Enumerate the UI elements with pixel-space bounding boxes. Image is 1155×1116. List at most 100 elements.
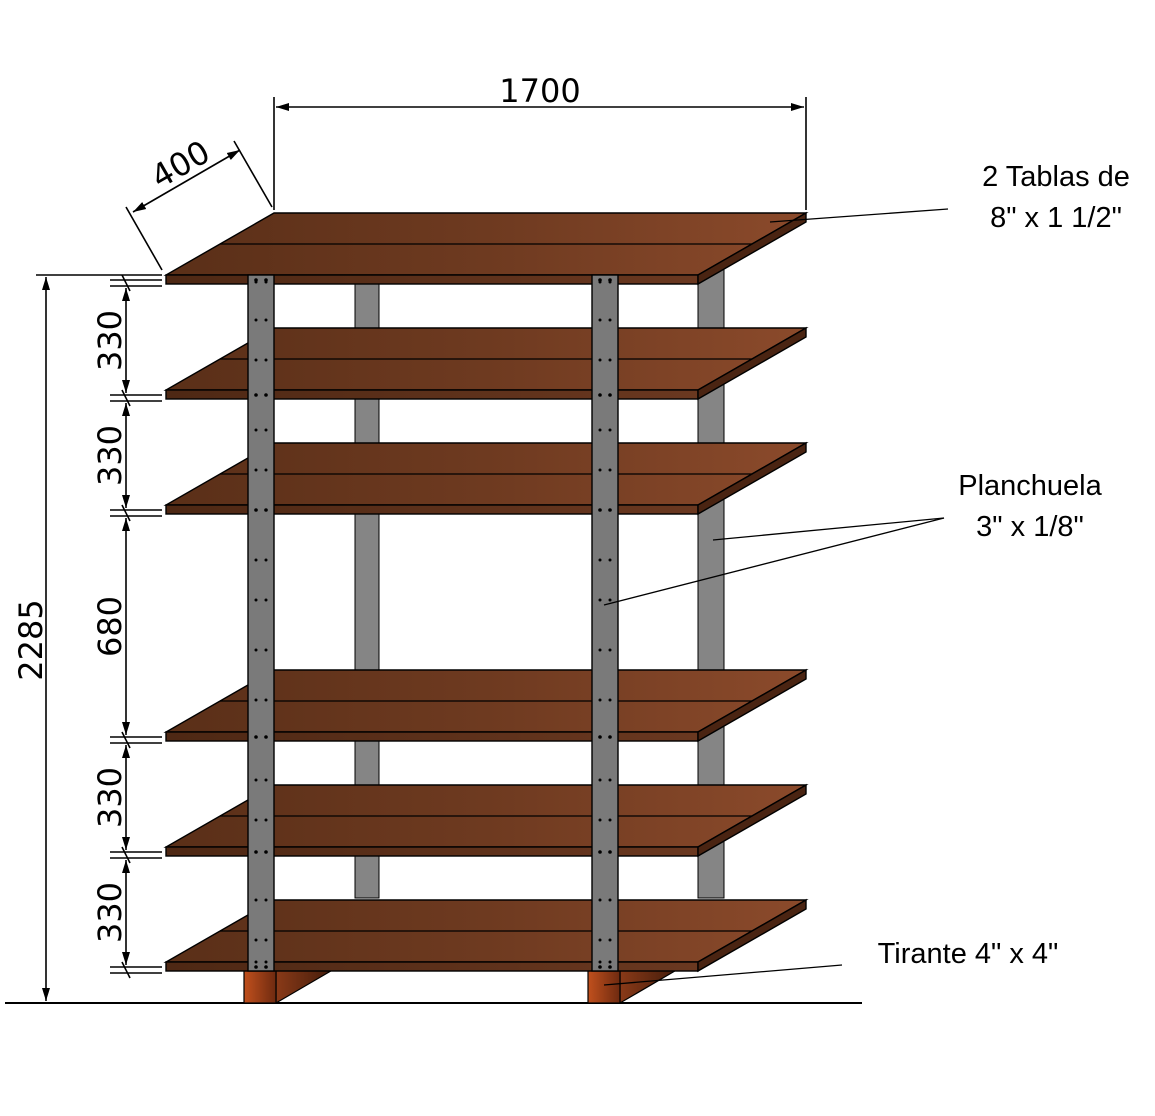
bolt [608,778,612,782]
bolt [608,468,612,472]
bolt [254,508,258,512]
bolt [254,898,258,902]
bolt [254,428,258,432]
strap-label-line1: Planchuela [958,470,1102,502]
post-bolts [254,278,612,969]
shelf [163,441,809,516]
width-dimension: 1700 [273,72,807,210]
tirante-left [243,967,277,1004]
bolt [608,648,612,652]
bolt [264,508,268,512]
tirante-right-side [619,967,683,1005]
shelf [163,326,809,401]
spacing-dimension-value: 330 [91,767,129,828]
shelf [163,668,809,743]
bolt [608,938,612,942]
bolt [254,468,258,472]
front-posts [247,274,619,972]
shelf-side-edge [697,898,807,973]
bolt [598,508,602,512]
front-post-right [591,274,619,972]
bolt [608,898,612,902]
bolt [598,778,602,782]
bolt [254,598,258,602]
bolt [264,280,268,284]
bolt [598,818,602,822]
bolt [254,648,258,652]
bolt [264,468,268,472]
bolt [598,850,602,854]
bolt [254,735,258,739]
bolt [608,598,612,602]
bolt [254,938,258,942]
width-dimension-value: 1700 [499,72,580,110]
bolt [254,393,258,397]
bolt [254,850,258,854]
bolt [608,428,612,432]
boards-callout: 2 Tablas de 8" x 1 1/2" [769,161,1130,234]
spacing-dimension-value: 330 [91,425,129,486]
bolt [254,558,258,562]
bolt [254,280,258,284]
bolt [608,735,612,739]
boards-label-line1: 2 Tablas de [982,161,1130,193]
spacing-dimension-value: 680 [91,596,129,657]
bolt [608,960,612,964]
bolt [608,818,612,822]
bolt [598,558,602,562]
bolt [598,735,602,739]
bolt [598,358,602,362]
tirante-right [587,967,621,1004]
bolt [264,898,268,902]
bolt [608,698,612,702]
bolt [264,558,268,562]
height-dimension-value: 2285 [12,599,50,680]
bolt [598,965,602,969]
bolt [608,393,612,397]
bolt [254,965,258,969]
bolt [598,318,602,322]
bolt [254,778,258,782]
bolt [264,648,268,652]
bolt [264,850,268,854]
bolt [608,558,612,562]
bolt [608,280,612,284]
tirante-left-side [275,967,339,1005]
bolt [598,468,602,472]
bolt [608,318,612,322]
depth-dimension-value: 400 [145,133,217,196]
bolt [264,598,268,602]
bolt [254,358,258,362]
bolt [598,960,602,964]
bolt [264,938,268,942]
bolt [264,778,268,782]
bolt [264,965,268,969]
bolt [254,818,258,822]
shelf-side-edge [697,441,807,516]
bolt [254,318,258,322]
depth-dimension-line [132,149,241,213]
shelf [163,898,809,973]
bolt [264,735,268,739]
height-dimension: 2285 [12,274,162,1001]
bolt [598,280,602,284]
bolt [264,318,268,322]
bolt [254,698,258,702]
shelf [163,783,809,858]
bolt [598,698,602,702]
shelf-side-edge [697,783,807,858]
shelves [163,211,809,973]
strap-callout: Planchuela 3" x 1/8" [603,470,1103,606]
bolt [608,850,612,854]
bolt [264,818,268,822]
strap-label-line2: 3" x 1/8" [976,511,1084,543]
bolt [598,598,602,602]
bolt [264,428,268,432]
bolt [264,358,268,362]
beam-callout: Tirante 4" x 4" [603,938,1058,986]
bolt [264,960,268,964]
bolt [264,698,268,702]
tirante-beams [243,967,683,1005]
